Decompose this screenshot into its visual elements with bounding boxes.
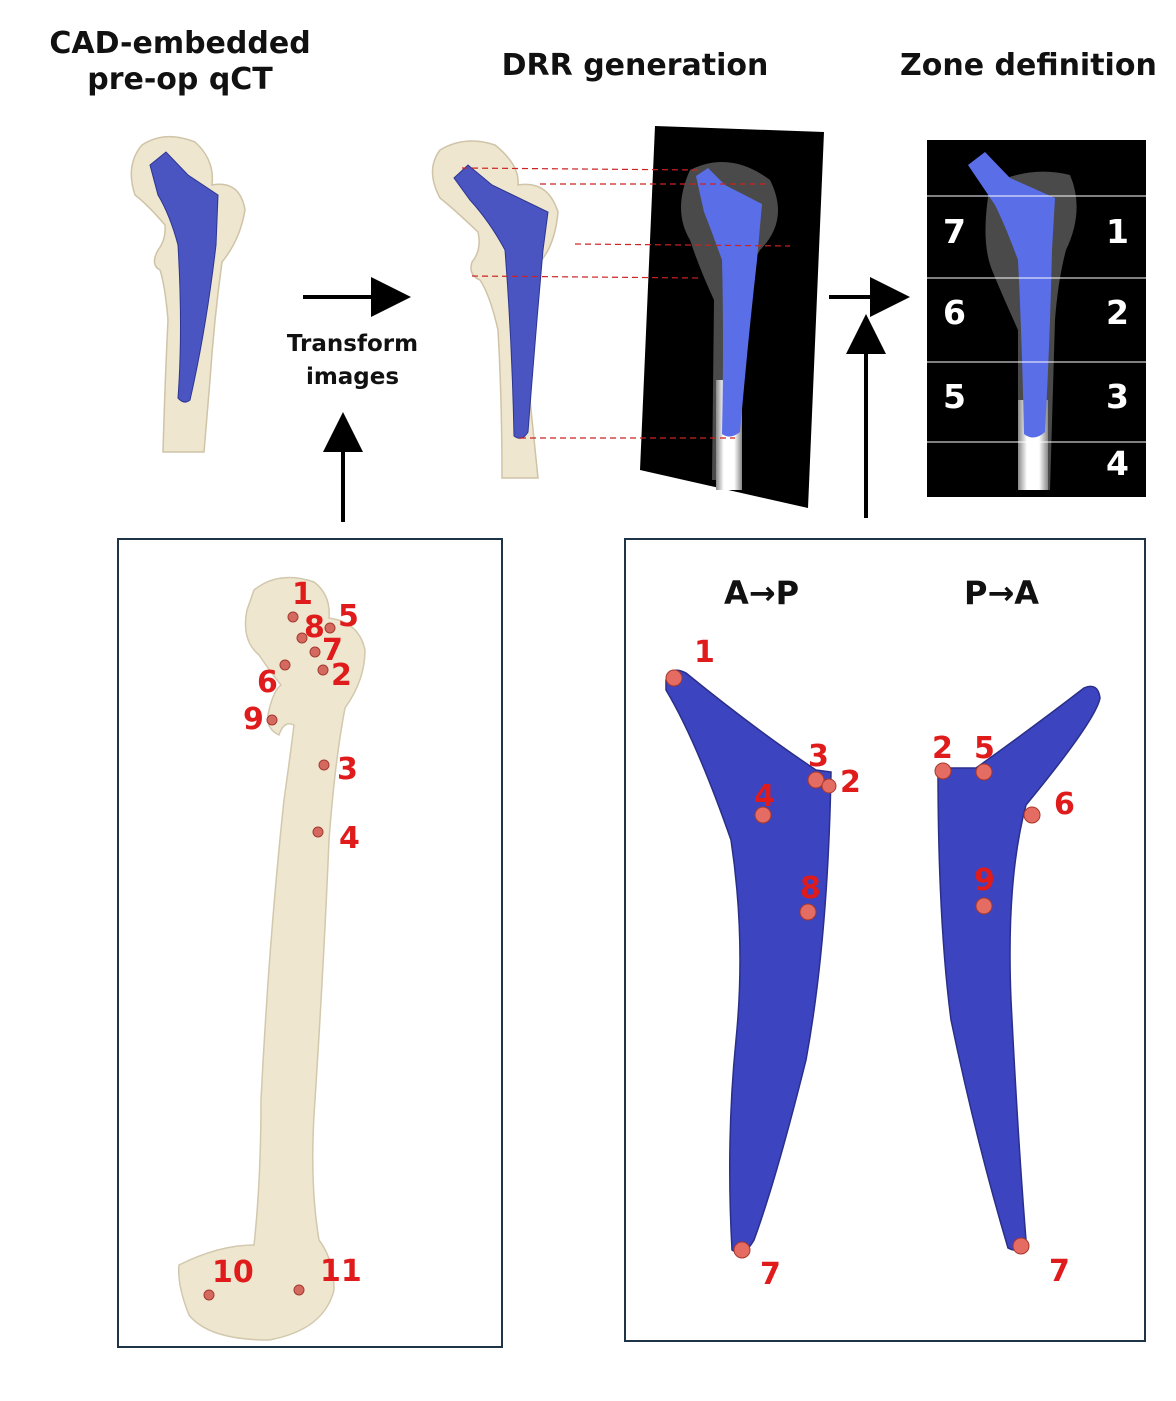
title-cad-embedded-qct: CAD-embedded pre-op qCT [49, 26, 311, 97]
whole-femur-model [177, 576, 366, 1341]
title-zone-definition: Zone definition [900, 48, 1157, 83]
stem-ap-landmark-8: 8 [800, 871, 821, 906]
stem-pa-landmark-7: 7 [1049, 1254, 1070, 1289]
stem-models [665, 669, 1101, 1259]
femur-landmark-10: 10 [212, 1255, 254, 1290]
projection-lines [461, 167, 791, 439]
femur-with-implant-cad [130, 136, 246, 453]
stem-landmark-panel: A→P P→A 1 3 2 4 8 7 2 5 6 9 7 [624, 538, 1146, 1342]
femur-landmark-panel: 1 8 5 7 2 6 9 3 4 10 11 [117, 538, 503, 1348]
zone-label-6: 6 [943, 293, 966, 332]
femur-landmark-2: 2 [331, 658, 352, 693]
stem-ap-landmark-2: 2 [840, 765, 861, 800]
zone-label-4: 4 [1106, 444, 1129, 483]
view-label-ap: A→P [724, 574, 800, 612]
stem-ap-model [665, 669, 832, 1254]
femur-landmark-9: 9 [243, 702, 264, 737]
stem-ap-landmark-1: 1 [694, 635, 715, 670]
femur-landmark-11: 11 [320, 1254, 362, 1289]
view-label-pa: P→A [964, 574, 1040, 612]
femur-landmark-5: 5 [338, 599, 359, 634]
title-drr-generation: DRR generation [501, 48, 769, 83]
femur-with-implant-drr [431, 140, 559, 479]
stem-ap-landmark-4: 4 [754, 779, 775, 814]
stem-ap-landmark-7: 7 [760, 1257, 781, 1292]
zone-label-5: 5 [943, 377, 966, 416]
stem-pa-landmark-6: 6 [1054, 787, 1075, 822]
femur-landmark-4: 4 [339, 821, 360, 856]
stem-ap-landmark-3: 3 [808, 739, 829, 774]
transform-images-label: Transform images [286, 331, 419, 390]
stem-pa-landmark-9: 9 [974, 863, 995, 898]
zone-label-2: 2 [1106, 293, 1129, 332]
zone-label-1: 1 [1106, 212, 1129, 251]
femur-landmark-6: 6 [257, 665, 278, 700]
femur-landmark-dots [203, 611, 336, 1301]
zone-label-3: 3 [1106, 377, 1129, 416]
stem-pa-landmark-5: 5 [974, 731, 995, 766]
zone-definition-image [927, 140, 1146, 497]
femur-landmark-8: 8 [304, 610, 325, 645]
femur-landmark-3: 3 [337, 752, 358, 787]
stem-pa-model [937, 685, 1101, 1251]
femur-landmark-1: 1 [292, 577, 313, 612]
femur-landmark-7: 7 [322, 633, 343, 668]
workflow-arrows [303, 277, 910, 522]
drr-xray-image [640, 126, 824, 508]
zone-label-7: 7 [943, 212, 966, 251]
stem-pa-landmark-2: 2 [932, 731, 953, 766]
